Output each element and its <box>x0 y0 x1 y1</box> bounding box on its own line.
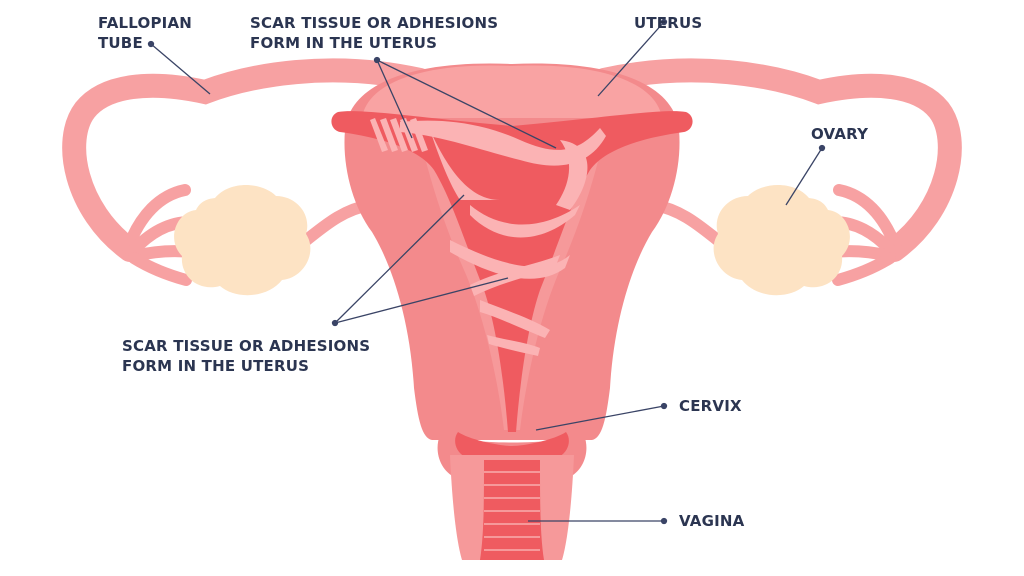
uterus-fundus-highlight <box>362 65 662 118</box>
vagina-label: VAGINA <box>679 512 745 530</box>
fallopian-tube-label-line1: FALLOPIAN <box>98 14 193 32</box>
right-fallopian-tube <box>592 58 962 262</box>
fallopian-tube-label-line2: TUBE <box>98 34 143 52</box>
scar-tissue-top-label: SCAR TISSUE OR ADHESIONS FORM IN THE UTE… <box>250 13 498 53</box>
right-ovary <box>713 185 850 296</box>
right-ovarian-ligament <box>648 199 730 251</box>
scar-tissue-bottom-label-line1: SCAR TISSUE OR ADHESIONS <box>122 337 371 355</box>
ovary-label: OVARY <box>811 125 869 143</box>
left-fallopian-tube <box>62 58 432 262</box>
scar-tissue-top-label-line2: FORM IN THE UTERUS <box>250 34 438 52</box>
vaginal-rugae <box>484 471 540 551</box>
cervix-label: CERVIX <box>679 397 742 415</box>
uterus-label: UTERUS <box>634 14 703 32</box>
fallopian-tube-label: FALLOPIAN TUBE <box>98 13 192 53</box>
scar-tissue-bottom-label-line2: FORM IN THE UTERUS <box>122 357 310 375</box>
cervix-canal <box>455 432 569 456</box>
scar-tissue-top-label-line1: SCAR TISSUE OR ADHESIONS <box>250 14 499 32</box>
adhesions <box>370 118 606 356</box>
left-ovary <box>174 185 311 296</box>
left-ovarian-ligament <box>294 199 376 251</box>
scar-tissue-bottom-label: SCAR TISSUE OR ADHESIONS FORM IN THE UTE… <box>122 336 370 376</box>
leader-lines <box>147 18 826 525</box>
